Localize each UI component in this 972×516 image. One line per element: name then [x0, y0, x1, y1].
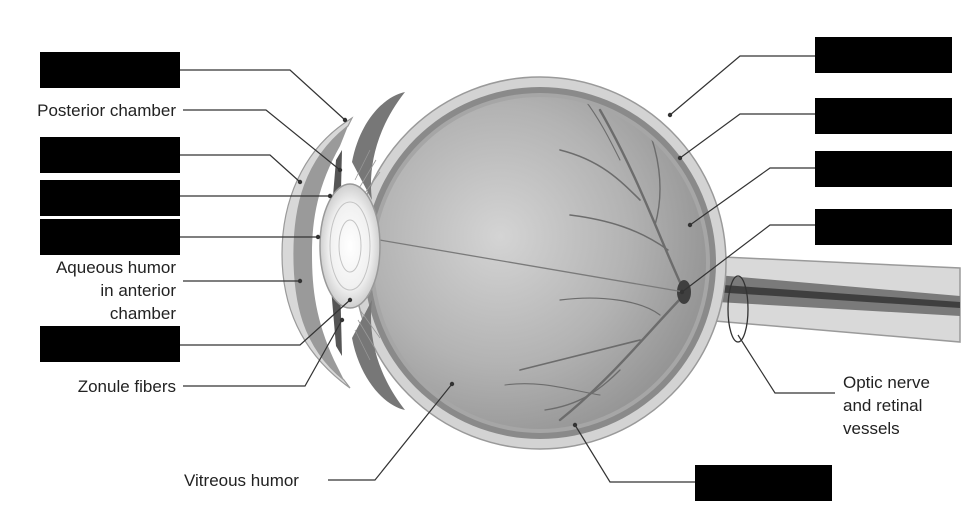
ciliary-body-lower: [352, 300, 405, 410]
leader-top-left: [180, 69, 346, 121]
lens: [319, 183, 381, 309]
leader-posterior-chamber: [183, 109, 341, 171]
label-aqueous-humor: Aqueous humor in anterior chamber: [55, 258, 176, 323]
leader-sclera: [669, 55, 815, 116]
label-optic-nerve: Optic nerve and retinal vessels: [843, 373, 930, 438]
redacted-label-2: [40, 137, 180, 173]
leader-vitreous: [328, 383, 453, 481]
redacted-label-5: [40, 326, 180, 362]
optic-nerve: [679, 254, 961, 343]
redacted-label-6: [815, 37, 952, 73]
label-vitreous-humor: Vitreous humor: [184, 471, 299, 490]
leader-bottom-right: [574, 424, 695, 483]
vitreous-body: [374, 97, 706, 429]
optic-sheath: [727, 275, 749, 343]
redacted-label-3: [40, 180, 180, 216]
redacted-label-1: [40, 52, 180, 88]
redacted-label-8: [815, 151, 952, 187]
leader-ciliary: [180, 299, 351, 346]
leader-zonule: [183, 319, 343, 387]
redacted-label-9: [815, 209, 952, 245]
redacted-label-10: [695, 465, 832, 501]
leader-fovea: [681, 224, 815, 293]
leader-retina: [689, 167, 815, 226]
label-zonule-fibers: Zonule fibers: [77, 377, 176, 396]
ciliary-body-upper: [352, 92, 405, 200]
leader-choroid: [679, 113, 815, 159]
leader-lines: [180, 55, 835, 483]
leader-cornea: [180, 154, 301, 183]
label-posterior-chamber: Posterior chamber: [37, 101, 176, 120]
leader-optic-nerve: [737, 334, 835, 394]
redacted-label-7: [815, 98, 952, 134]
hyaloid-canal: [355, 235, 685, 293]
redacted-label-4: [40, 219, 180, 255]
anterior-chamber: [294, 126, 348, 380]
leader-dots: [297, 112, 693, 428]
